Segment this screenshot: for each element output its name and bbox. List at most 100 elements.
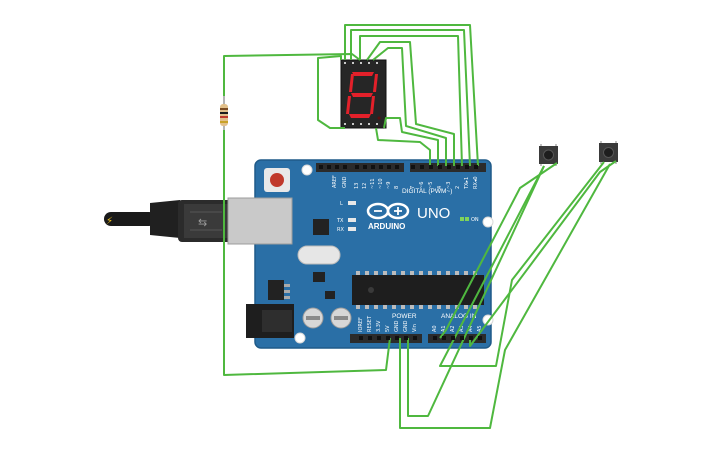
wire[interactable]	[359, 35, 463, 167]
digital-pin-label: ~3	[446, 182, 452, 189]
digital-pin[interactable]	[447, 165, 451, 169]
pushbutton-2[interactable]	[599, 141, 618, 164]
chip-leg	[401, 305, 405, 309]
analog-header	[428, 334, 486, 343]
wire-resistor-gnd[interactable]	[223, 130, 391, 376]
chip-leg	[428, 271, 432, 275]
digital-pin[interactable]	[420, 165, 424, 169]
digital-pin[interactable]	[355, 165, 359, 169]
wire-button2-gnd[interactable]	[399, 163, 611, 429]
power-pin[interactable]	[404, 336, 408, 340]
digital-header	[316, 163, 486, 172]
power-pin[interactable]	[377, 336, 381, 340]
wire[interactable]	[344, 24, 479, 167]
digital-pin[interactable]	[363, 165, 367, 169]
uno-model: UNO	[417, 205, 450, 222]
wire[interactable]	[372, 47, 447, 166]
power-pin-label: 5V	[385, 325, 391, 332]
pushbutton-1[interactable]	[539, 144, 558, 166]
chip-leg	[419, 305, 423, 309]
chip-leg	[464, 305, 468, 309]
power-pin[interactable]	[413, 336, 417, 340]
chip-leg	[356, 305, 360, 309]
chip-leg	[419, 271, 423, 275]
reset-button[interactable]	[264, 168, 290, 192]
power-led: ON	[460, 217, 479, 223]
usb-chip	[313, 219, 329, 235]
digital-pin[interactable]	[379, 165, 383, 169]
digital-pin-label: ~10	[378, 178, 384, 189]
svg-text:TX: TX	[336, 218, 344, 224]
usb-icon: ⇆	[198, 216, 207, 229]
power-pin-label: 3.3V	[376, 320, 382, 332]
mounting-hole	[482, 216, 494, 228]
mounting-hole	[294, 332, 306, 344]
analog-pin-label: A1	[441, 325, 447, 332]
power-pin-label: IOREF	[358, 317, 364, 332]
digital-pin-label: 2	[455, 186, 461, 189]
chip-leg	[392, 305, 396, 309]
header-pin[interactable]	[327, 165, 331, 169]
atmega-microcontroller	[352, 271, 484, 309]
display-digit: 8	[0, 0, 1, 1]
power-pin[interactable]	[368, 336, 372, 340]
analog-pin[interactable]	[451, 336, 455, 340]
digital-pin[interactable]	[438, 165, 442, 169]
svg-text:L: L	[340, 201, 343, 207]
digital-header-label: DIGITAL (PWM~)	[402, 188, 452, 195]
chip-leg	[437, 305, 441, 309]
chip-leg	[383, 271, 387, 275]
usb-cable[interactable]: ⚡ ⇆	[104, 200, 234, 242]
power-jack[interactable]	[246, 304, 294, 338]
analog-pin[interactable]	[433, 336, 437, 340]
analog-pin[interactable]	[442, 336, 446, 340]
lit-segments	[346, 72, 378, 118]
analog-pin-label: A4	[468, 325, 474, 332]
wire[interactable]	[469, 160, 617, 347]
wire[interactable]	[375, 127, 431, 166]
analog-pin[interactable]	[469, 336, 473, 340]
power-pin[interactable]	[386, 336, 390, 340]
wire-resistor-display[interactable]	[223, 53, 361, 96]
wire-button2[interactable]	[439, 161, 605, 367]
crystal	[297, 245, 341, 265]
chip-leg	[473, 305, 477, 309]
chip-leg	[392, 271, 396, 275]
power-pin[interactable]	[359, 336, 363, 340]
digital-pin[interactable]	[474, 165, 478, 169]
wire[interactable]	[366, 41, 455, 166]
digital-pin[interactable]	[395, 165, 399, 169]
digital-pin[interactable]	[411, 165, 415, 169]
analog-label: ANALOG IN	[441, 313, 477, 320]
digital-pin-label: ~5	[428, 182, 434, 189]
chip-leg	[410, 271, 414, 275]
header-pin[interactable]	[319, 165, 323, 169]
digital-pin-label: ~9	[386, 182, 392, 189]
chip-leg	[437, 271, 441, 275]
chip-leg	[365, 305, 369, 309]
header-pin[interactable]	[343, 165, 347, 169]
seven-segment-display[interactable]: 8	[0, 0, 387, 129]
header-pin[interactable]	[335, 165, 339, 169]
digital-pin[interactable]	[465, 165, 469, 169]
wire[interactable]	[383, 117, 439, 166]
resistor[interactable]	[220, 96, 228, 130]
digital-pin[interactable]	[387, 165, 391, 169]
analog-pin[interactable]	[460, 336, 464, 340]
svg-text:⚡: ⚡	[106, 216, 113, 227]
wire[interactable]	[350, 29, 471, 167]
digital-pin[interactable]	[371, 165, 375, 169]
capacitor	[330, 307, 352, 329]
wire[interactable]	[317, 55, 345, 129]
wire-button1-5v[interactable]	[407, 165, 545, 417]
led-l: L	[340, 201, 356, 207]
analog-pin[interactable]	[478, 336, 482, 340]
power-pin[interactable]	[395, 336, 399, 340]
chip-leg	[446, 271, 450, 275]
arduino-brand: ARDUINO	[368, 222, 405, 231]
digital-pin[interactable]	[456, 165, 460, 169]
digital-pin[interactable]	[429, 165, 433, 169]
